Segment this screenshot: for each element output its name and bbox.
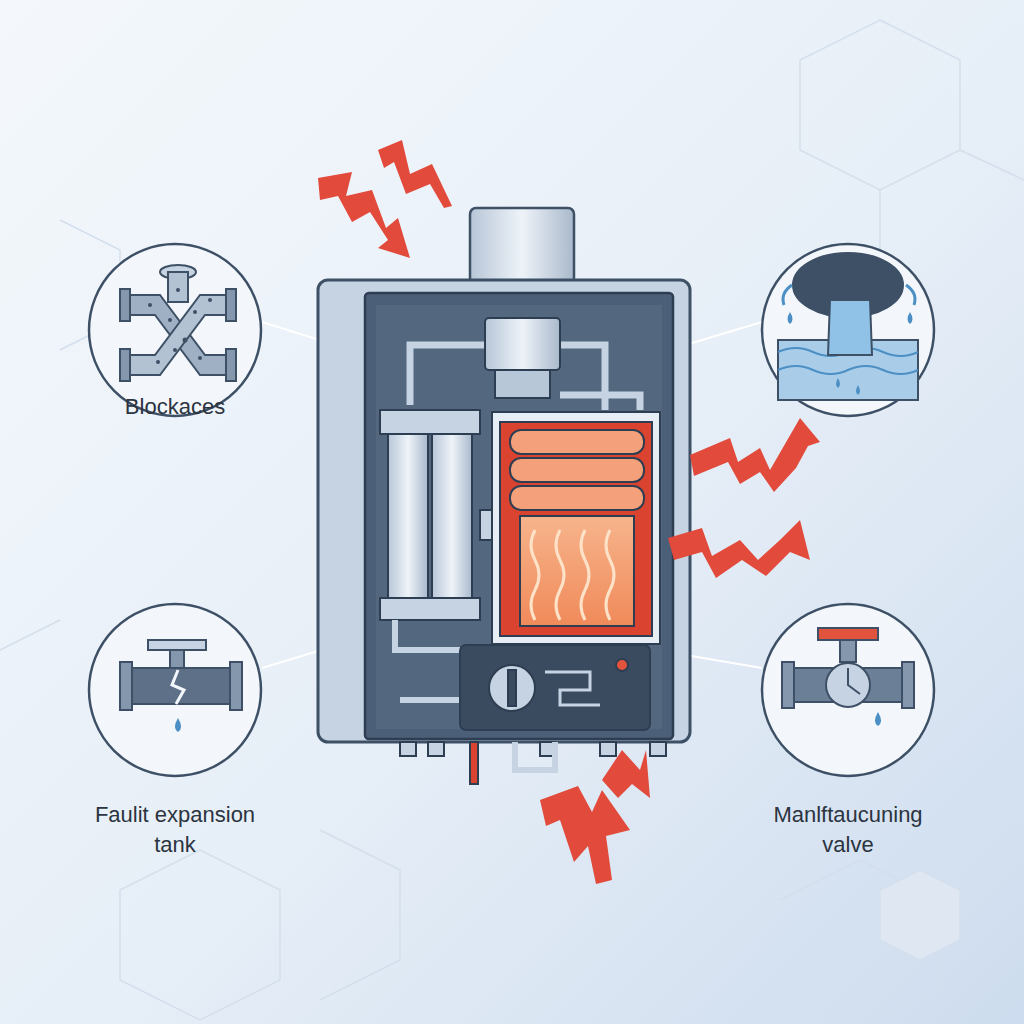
callout-label: Blockaces [75,392,275,422]
blocked-pipe-icon [120,265,236,381]
callout-label: Faulit expansion tank [75,800,275,860]
heat-arrows [318,140,820,884]
cracked-pipe-icon [120,640,242,710]
flames [531,530,614,620]
callout-label: Manlftaucuning valve [753,800,943,860]
icon-circles [89,244,934,776]
hexagon-pattern [0,20,1024,1024]
overflow-tank-icon [778,253,918,400]
valve-icon [782,628,914,708]
